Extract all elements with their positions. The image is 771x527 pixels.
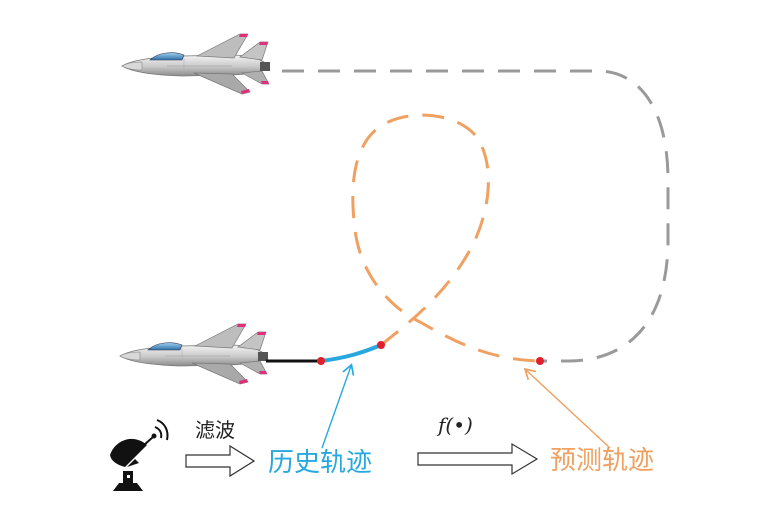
prediction-pointer-line: [526, 370, 611, 449]
history-start-point: [317, 357, 325, 365]
hollow-right-arrow-icon: [417, 442, 539, 476]
prediction-trajectory-path: [351, 113, 541, 363]
prediction-end-point: [536, 357, 544, 365]
prediction-label: 预测轨迹: [550, 446, 654, 476]
filter-label: 滤波: [195, 418, 235, 442]
hollow-right-arrow-icon: [185, 444, 256, 478]
history-label: 历史轨迹: [268, 448, 372, 478]
history-end-point: [377, 341, 385, 349]
gray-trajectory-path: [282, 69, 670, 363]
satellite-dish-icon: [110, 419, 169, 491]
function-label: f(•): [436, 413, 473, 437]
history-trajectory-path: [320, 343, 382, 363]
jet-bottom-icon: [119, 323, 269, 385]
jet-top-icon: [121, 33, 271, 95]
history-pointer-line: [321, 366, 351, 449]
